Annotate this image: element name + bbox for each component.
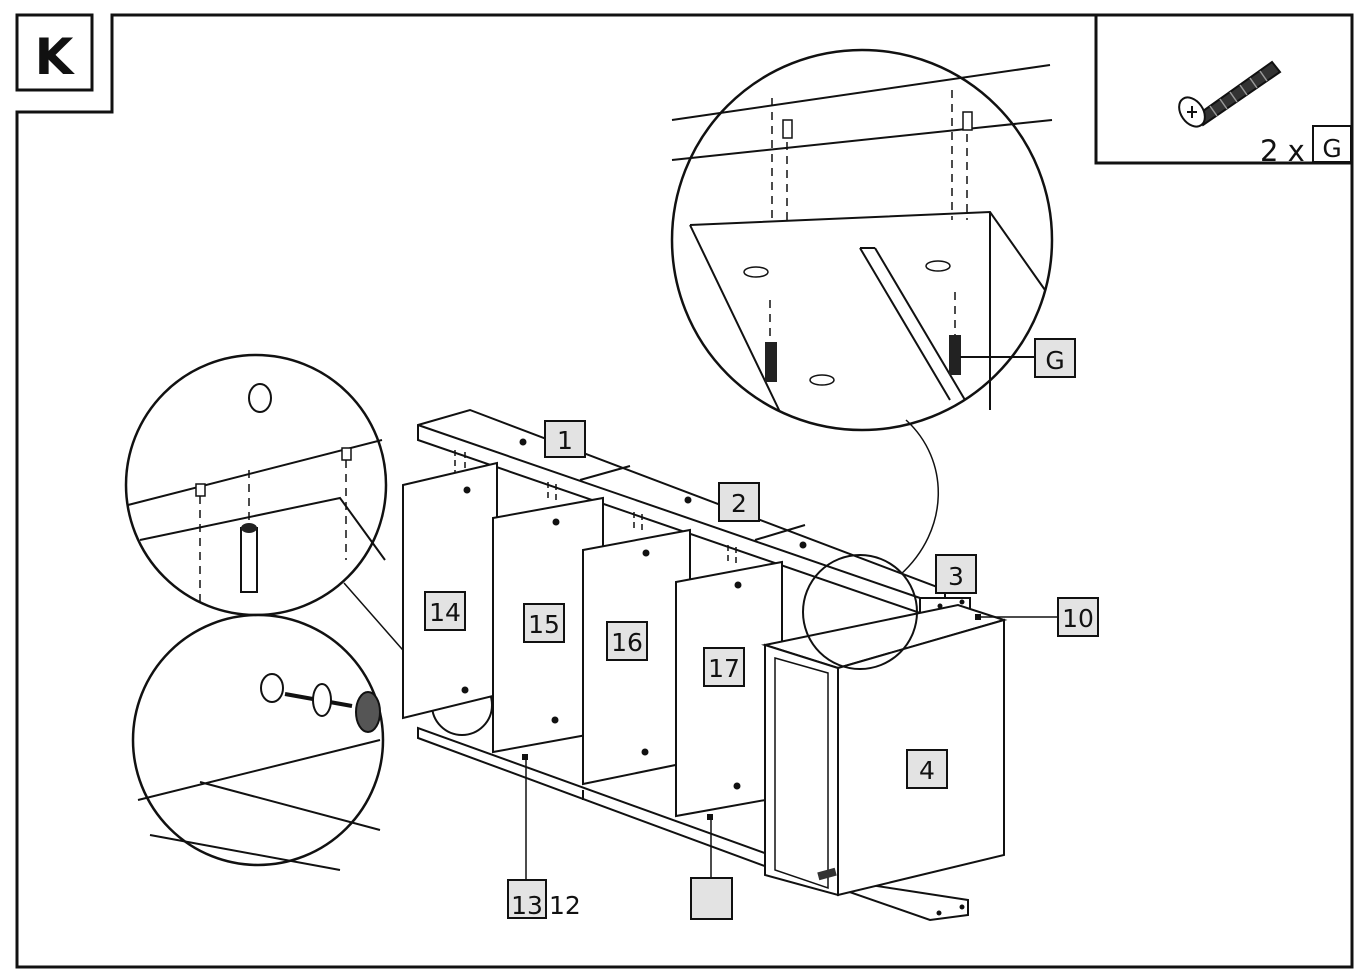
svg-text:3: 3: [948, 562, 964, 591]
detail-circle-top: [670, 48, 1054, 432]
svg-text:16: 16: [611, 628, 643, 657]
part-label-4: 4: [906, 749, 948, 789]
screw-icon: [1178, 60, 1282, 128]
part-label-13: 13: [507, 879, 547, 920]
svg-text:15: 15: [528, 610, 560, 639]
svg-text:13: 13: [511, 891, 543, 920]
part-label-2: 2: [718, 482, 760, 522]
top-rails: [417, 408, 971, 615]
part-label-1: 1: [544, 420, 586, 458]
part-label-15: 15: [523, 603, 565, 643]
svg-text:10: 10: [1062, 604, 1094, 633]
svg-text:1: 1: [557, 426, 573, 455]
svg-text:4: 4: [919, 756, 935, 785]
part-label-14: 14: [424, 591, 466, 631]
hardware-quantity: 2 x: [1260, 134, 1305, 168]
step-badge: K: [15, 13, 94, 92]
panel-14: [402, 461, 498, 720]
part-label-12: 12: [549, 891, 581, 920]
part-label-3: 3: [935, 554, 977, 594]
label-g: G: [1045, 346, 1064, 375]
svg-text:2: 2: [731, 489, 747, 518]
hardware-box: 2 x G: [1094, 13, 1354, 168]
part-label-10: 10: [1057, 597, 1099, 637]
svg-text:14: 14: [429, 598, 461, 627]
label-box-g: [1034, 338, 1076, 378]
part-label-blank: [690, 877, 733, 920]
svg-text:17: 17: [708, 654, 740, 683]
cabinet-4: [761, 603, 1008, 897]
part-label-16: 16: [606, 621, 648, 661]
step-letter: K: [35, 28, 76, 86]
leader-lines: [525, 616, 1058, 880]
callout-connector-top: [899, 419, 939, 576]
detail-circle-left-upper: [124, 353, 388, 617]
detail-marker-right: [802, 554, 918, 670]
detail-circle-left-lower: [131, 613, 385, 871]
hardware-part-label: G: [1322, 134, 1341, 163]
part-label-17: 17: [703, 647, 745, 687]
